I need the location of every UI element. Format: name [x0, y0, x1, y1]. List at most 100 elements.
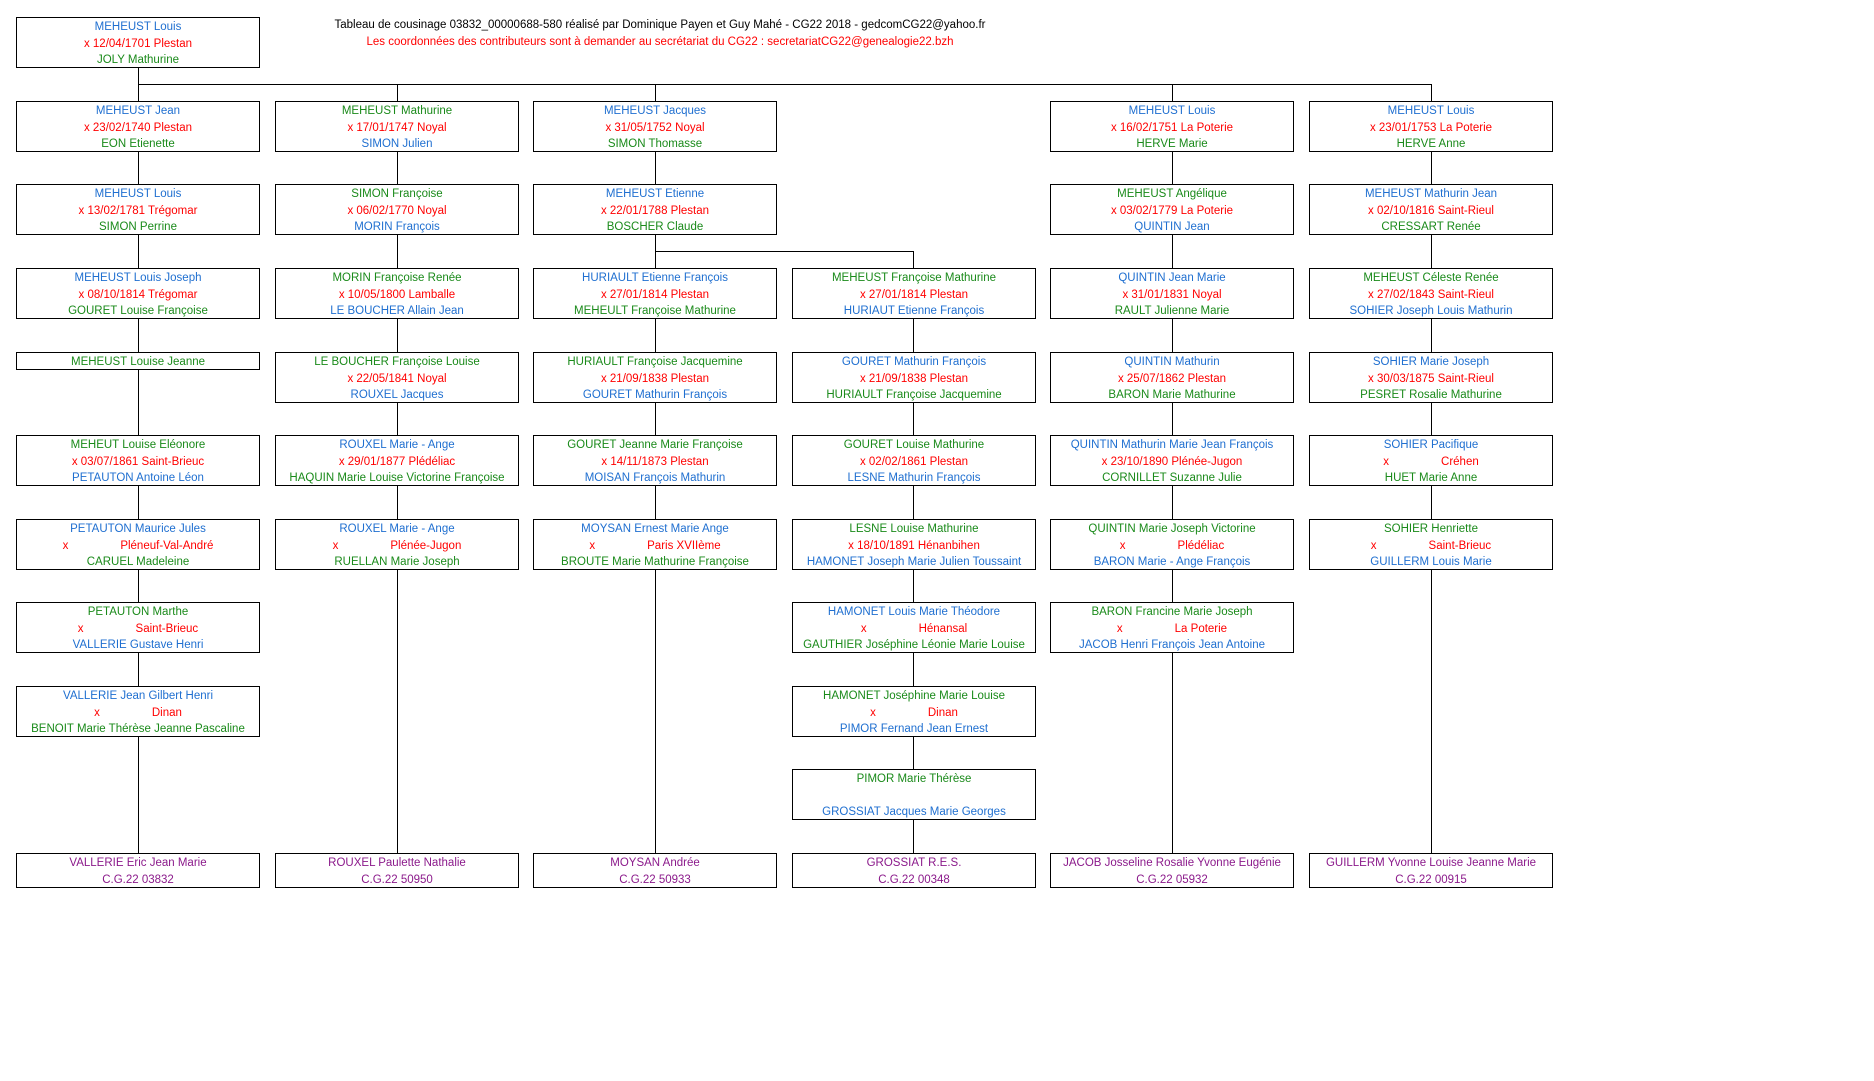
person-name: MEHEUST Louis [94, 21, 182, 33]
couple-box: MEHEUT Louise Eléonore x 03/07/1861 Sain… [16, 435, 260, 486]
couple-box: MEHEUST Angélique x 03/02/1779 La Poteri… [1050, 184, 1294, 235]
marriage-place: Créhen [1441, 455, 1479, 468]
couple-box: GOURET Mathurin François x 21/09/1838 Pl… [792, 352, 1036, 403]
marriage-info: x La Poterie [1051, 621, 1293, 638]
connector-line [138, 84, 1431, 85]
marriage-info: x 18/10/1891 Hénanbihen [848, 539, 980, 552]
chart-title: Tableau de cousinage 03832_00000688-580 … [334, 19, 986, 31]
connector-line [138, 151, 139, 853]
marriage-info: x 22/01/1788 Plestan [600, 204, 710, 217]
person-name: SOHIER Pacifique [1383, 439, 1479, 451]
marriage-symbol: x [1116, 622, 1123, 635]
person-name: MOYSAN Ernest Marie Ange [581, 523, 729, 535]
marriage-info: x 06/02/1770 Noyal [347, 204, 447, 217]
marriage-place: La Poterie [1174, 622, 1228, 635]
spouse-name: CORNILLET Suzanne Julie [1102, 472, 1242, 485]
person-name: HURIAULT Etienne François [582, 272, 728, 284]
marriage-info: x Créhen [1310, 454, 1552, 471]
marriage-info: x 02/02/1861 Plestan [859, 455, 969, 468]
marriage-info: x 27/01/1814 Plestan [859, 288, 969, 301]
marriage-info: x 21/09/1838 Plestan [600, 372, 710, 385]
marriage-symbol: x [1370, 539, 1377, 552]
marriage-place: Paris XVIIème [647, 539, 721, 552]
person-name: ROUXEL Marie - Ange [339, 523, 455, 535]
person-name: SOHIER Marie Joseph [1372, 356, 1490, 368]
marriage-symbol: x [1383, 455, 1390, 468]
person-name: QUINTIN Mathurin Marie Jean François [1070, 439, 1274, 451]
person-name: MEHEUST Louis [1128, 105, 1216, 117]
couple-box: ROUXEL Marie - Ange x 29/01/1877 Plédéli… [275, 435, 519, 486]
marriage-place: Saint-Brieuc [1428, 539, 1492, 552]
person-name: MORIN Françoise Renée [332, 272, 462, 284]
descendant-box: GUILLERM Yvonne Louise Jeanne Marie C.G.… [1309, 853, 1553, 888]
couple-box: SIMON Françoise x 06/02/1770 Noyal MORIN… [275, 184, 519, 235]
couple-box: MEHEUST Mathurin Jean x 02/10/1816 Saint… [1309, 184, 1553, 235]
spouse-name: HUET Marie Anne [1384, 472, 1478, 485]
connector-line [655, 84, 656, 101]
person-name: MEHEUST Louis [94, 188, 182, 200]
spouse-name: HURIAUT Etienne François [843, 305, 985, 318]
marriage-symbol: x [332, 539, 339, 552]
marriage-info: x 21/09/1838 Plestan [859, 372, 969, 385]
spouse-name: PIMOR Fernand Jean Ernest [839, 723, 989, 736]
marriage-info: x 23/10/1890 Plénée-Jugon [1101, 455, 1243, 468]
person-name: QUINTIN Mathurin [1124, 356, 1220, 368]
marriage-info: x 12/04/1701 Plestan [83, 37, 193, 50]
root-couple-box: MEHEUST Louis x 12/04/1701 Plestan JOLY … [16, 17, 260, 68]
spouse-name: GROSSIAT Jacques Marie Georges [822, 806, 1006, 819]
spouse-name: ROUXEL Jacques [350, 389, 444, 402]
member-code: C.G.22 00348 [878, 873, 950, 886]
person-name: MEHEUST Louis [1387, 105, 1475, 117]
marriage-info: x 27/01/1814 Plestan [600, 288, 710, 301]
person-name: HURIAULT Françoise Jacquemine [567, 356, 743, 368]
spouse-name: PESRET Rosalie Mathurine [1360, 389, 1502, 402]
person-name: GOURET Jeanne Marie Françoise [567, 439, 743, 451]
person-name: MEHEUST Jean [95, 105, 181, 117]
couple-box: LESNE Louise Mathurine x 18/10/1891 Héna… [792, 519, 1036, 570]
spouse-name: LE BOUCHER Allain Jean [330, 305, 464, 318]
descendant-box: MOYSAN Andrée C.G.22 50933 [533, 853, 777, 888]
spouse-name: JOLY Mathurine [96, 54, 180, 67]
couple-box: MEHEUST Céleste Renée x 27/02/1843 Saint… [1309, 268, 1553, 319]
couple-box: PIMOR Marie Thérèse GROSSIAT Jacques Mar… [792, 769, 1036, 820]
connector-line [1172, 84, 1173, 101]
spouse-name: RAULT Julienne Marie [1114, 305, 1230, 318]
descendant-box: ROUXEL Paulette Nathalie C.G.22 50950 [275, 853, 519, 888]
spouse-name: HAQUIN Marie Louise Victorine Françoise [289, 472, 505, 485]
couple-box: MEHEUST Louis x 16/02/1751 La Poterie HE… [1050, 101, 1294, 152]
connector-line [138, 67, 139, 84]
person-name: BARON Francine Marie Joseph [1091, 606, 1253, 618]
spouse-name: JACOB Henri François Jean Antoine [1078, 639, 1265, 652]
spouse-name: GAUTHIER Joséphine Léonie Marie Louise [803, 639, 1025, 652]
person-name: PETAUTON Maurice Jules [70, 523, 206, 535]
spouse-name: GOURET Louise Françoise [68, 305, 208, 318]
descendant-name: GROSSIAT R.E.S. [866, 857, 962, 869]
marriage-info: x 23/01/1753 La Poterie [1369, 121, 1493, 134]
marriage-place: Pléneuf-Val-André [120, 539, 214, 552]
person-box: MEHEUST Louise Jeanne [16, 352, 260, 370]
spouse-name: BOSCHER Claude [606, 221, 704, 234]
member-code: C.G.22 00915 [1395, 873, 1467, 886]
spouse-name: HURIAULT Françoise Jacquemine [826, 389, 1002, 402]
couple-box: MEHEUST Jacques x 31/05/1752 Noyal SIMON… [533, 101, 777, 152]
person-name: MEHEUST Françoise Mathurine [831, 272, 997, 284]
marriage-info: x 16/02/1751 La Poterie [1110, 121, 1234, 134]
descendant-name: ROUXEL Paulette Nathalie [328, 857, 466, 869]
descendant-box: JACOB Josseline Rosalie Yvonne Eugénie C… [1050, 853, 1294, 888]
member-code: C.G.22 50933 [619, 873, 691, 886]
person-name: MEHEUST Céleste Renée [1363, 272, 1499, 284]
spouse-name: LESNE Mathurin François [847, 472, 981, 485]
spouse-name: SIMON Thomasse [607, 138, 703, 151]
spouse-name: BENOIT Marie Thérèse Jeanne Pascaline [31, 723, 245, 736]
